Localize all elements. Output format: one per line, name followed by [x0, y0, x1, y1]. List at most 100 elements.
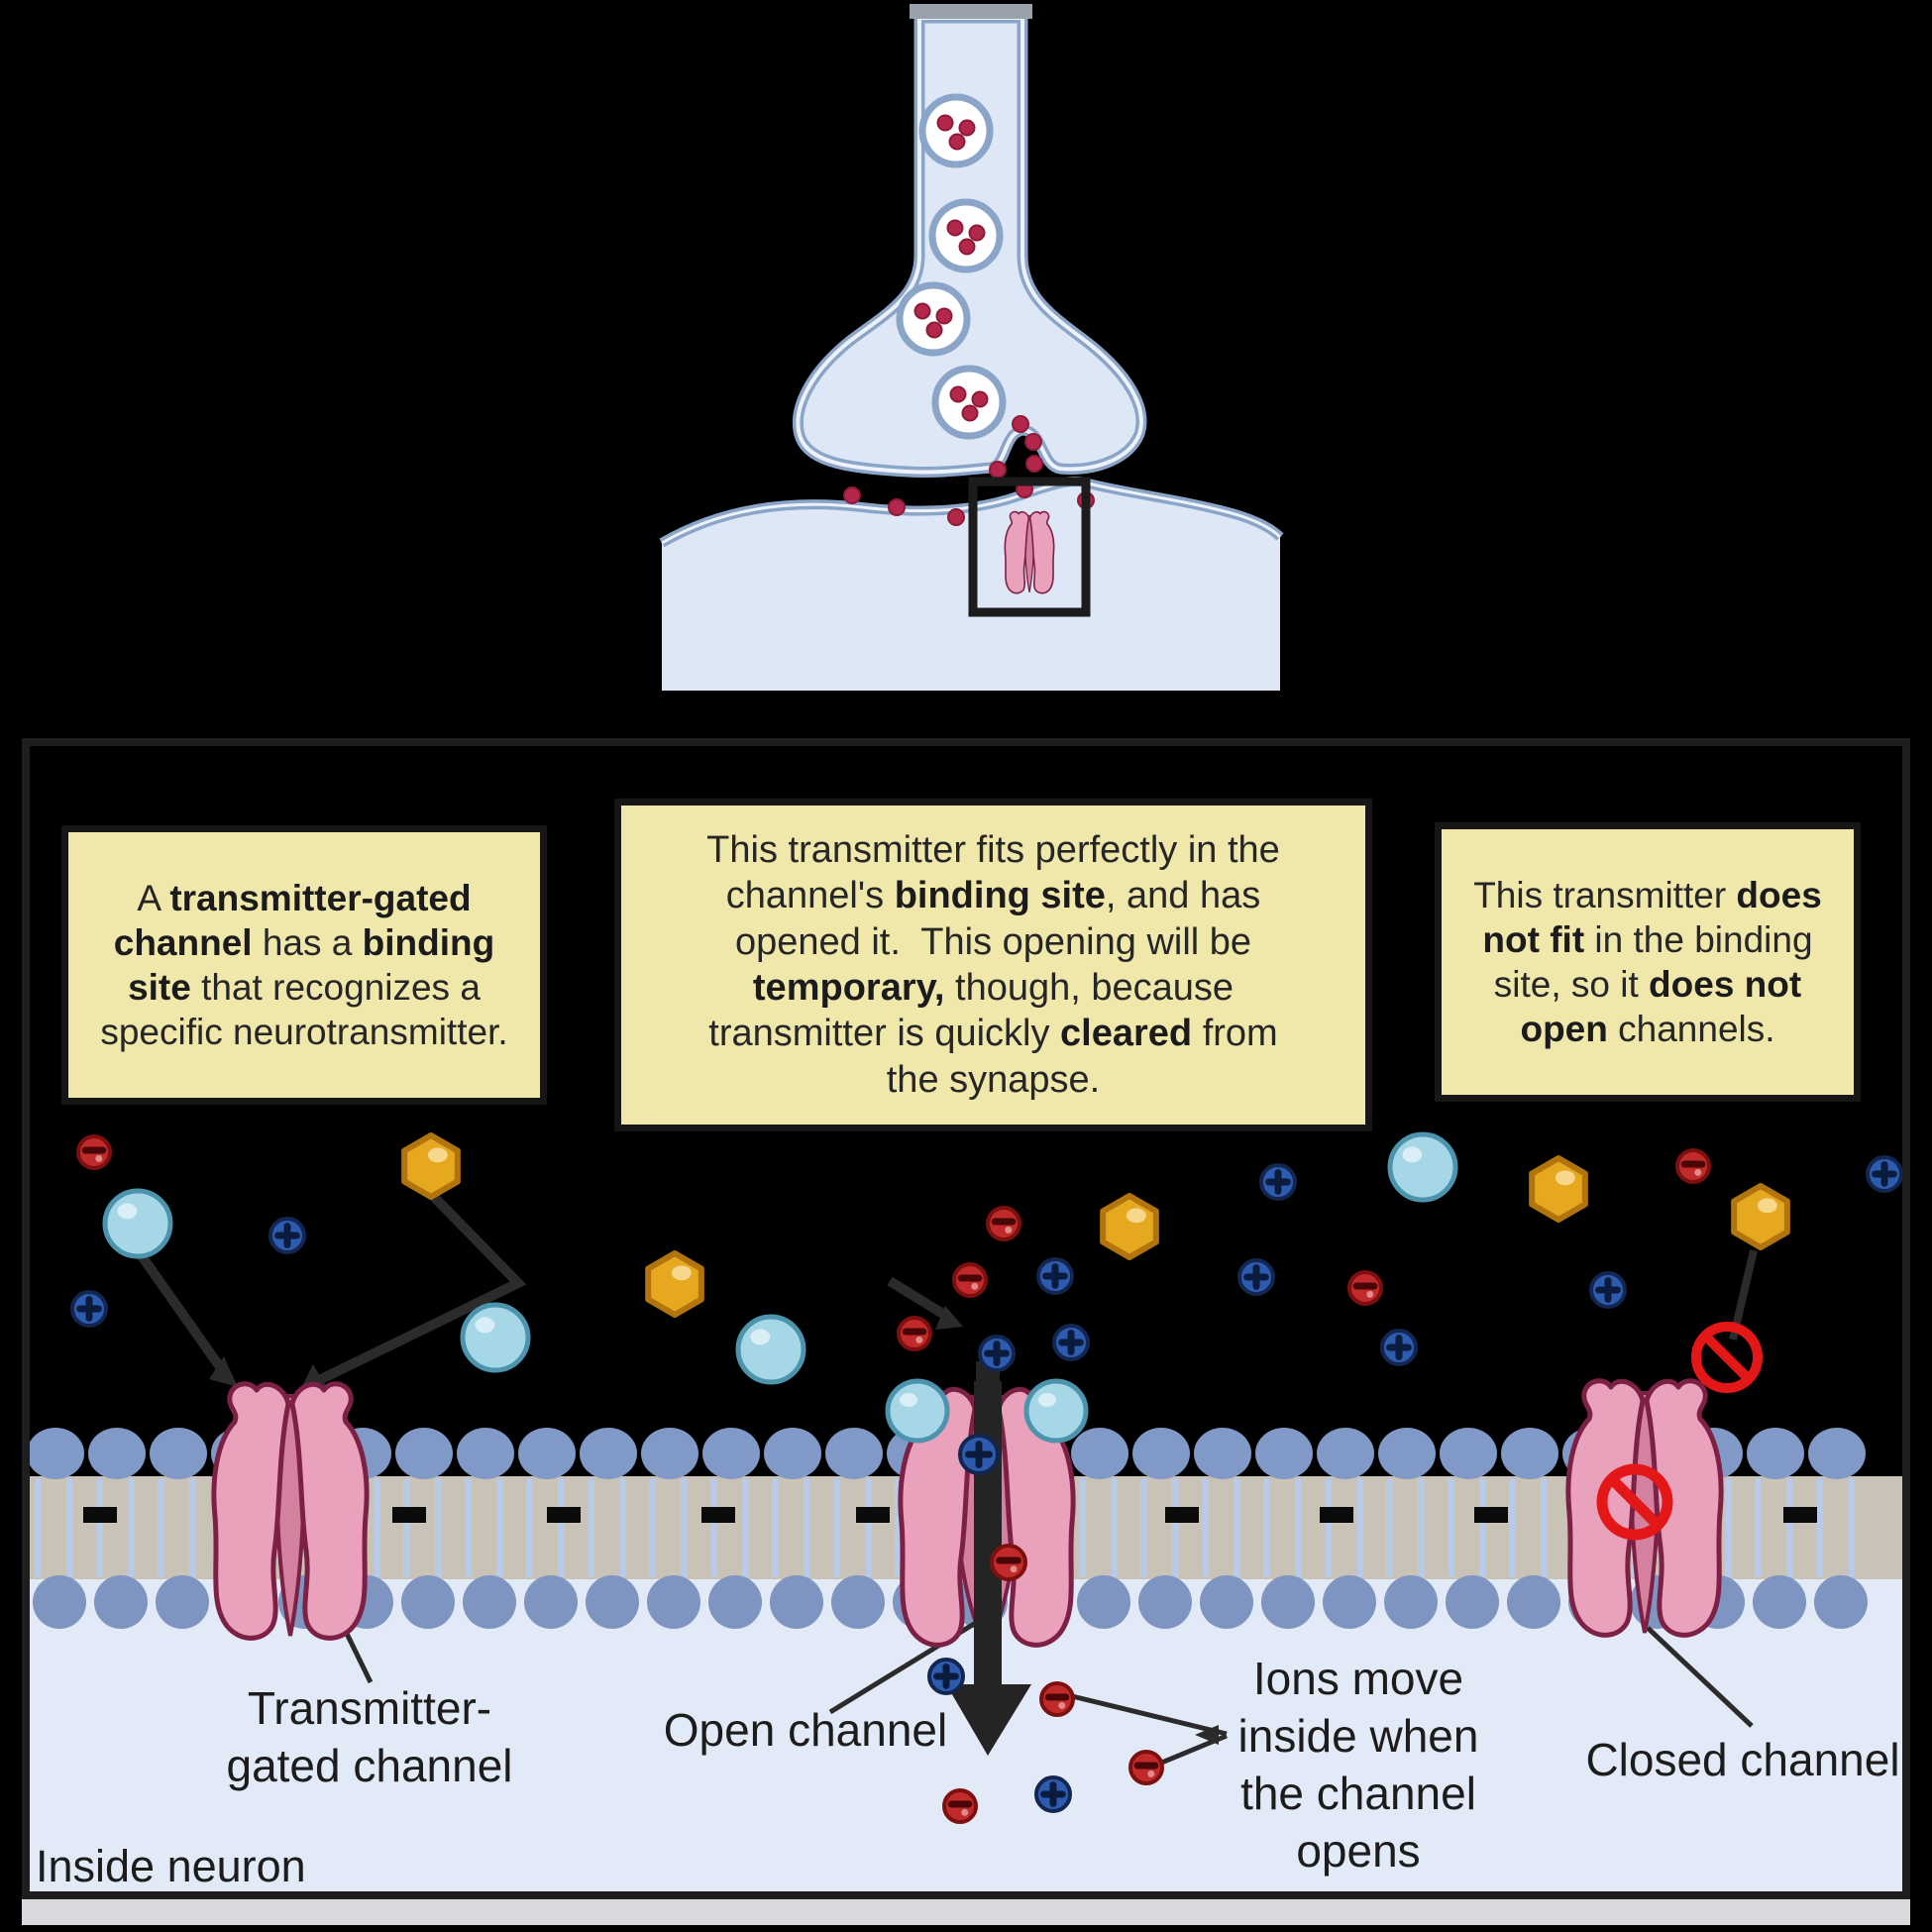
lipid-head-icon	[156, 1575, 209, 1629]
negative-ion-icon	[897, 1316, 932, 1351]
lipid-head-icon	[33, 1575, 86, 1629]
transmitter-sphere-icon	[102, 1188, 173, 1259]
extracellular-and-intracellular-particles	[70, 1131, 1903, 1824]
info-box-left: A transmitter-gated channel has a bindin…	[61, 825, 547, 1105]
negative-ion-icon	[1039, 1681, 1075, 1717]
lipid-head-icon	[708, 1575, 762, 1629]
lipid-head-icon	[586, 1575, 639, 1629]
lipid-head-icon	[1200, 1575, 1253, 1629]
synapse-overview	[659, 4, 1284, 691]
lipid-head-icon	[94, 1575, 148, 1629]
bound-transmitter-sphere-icon	[885, 1378, 950, 1444]
positive-ion-icon	[1237, 1258, 1275, 1296]
closed-channel-label: Closed channel	[1585, 1734, 1900, 1785]
neurotransmitter-dot-icon	[888, 498, 906, 516]
transmitter-hexagon-icon	[1731, 1183, 1790, 1250]
lipid-head-icon	[1194, 1428, 1251, 1479]
positive-ion-icon	[1034, 1775, 1072, 1813]
transmitter-gated-channel-label: Transmitter- gated channel	[226, 1680, 512, 1795]
vesicle-icon	[928, 198, 1004, 273]
lipid-head-icon	[457, 1428, 514, 1479]
info-box-middle-text: This transmitter fits perfectly in the c…	[706, 828, 1280, 1101]
neurotransmitter-dot-icon	[1025, 455, 1043, 473]
positive-ion-icon	[1259, 1163, 1297, 1201]
lipid-head-icon	[641, 1428, 698, 1479]
no-entry-icon	[1691, 1322, 1763, 1393]
synaptic-vesicles	[896, 93, 1007, 440]
positive-ion-icon	[978, 1335, 1016, 1372]
lipid-head-icon	[1138, 1575, 1192, 1629]
lipid-head-icon	[1077, 1575, 1130, 1629]
lipid-head-icon	[1747, 1428, 1804, 1479]
lipid-head-icon	[1446, 1575, 1499, 1629]
negative-ion-icon	[1675, 1148, 1711, 1184]
lipid-head-icon	[1507, 1575, 1560, 1629]
positive-ion-icon	[1052, 1324, 1090, 1361]
ion-flow-arrow-icon	[946, 1361, 1031, 1756]
lipid-head-icon	[1808, 1428, 1866, 1479]
neurotransmitter-dot-icon	[989, 461, 1007, 479]
transmitter-hexagon-icon	[1529, 1155, 1588, 1223]
transmitter-gated-channel-label-line2: gated channel	[226, 1739, 513, 1791]
lipid-head-icon	[518, 1428, 576, 1479]
info-box-left-text: A transmitter-gated channel has a bindin…	[100, 877, 508, 1053]
negative-ion-icon	[76, 1134, 112, 1170]
lipid-head-icon	[1384, 1575, 1438, 1629]
negative-ion-icon	[1347, 1270, 1383, 1306]
negative-ion-icon	[942, 1788, 978, 1824]
zoom-box	[968, 477, 1091, 617]
lipid-head-icon	[764, 1428, 821, 1479]
positive-ion-icon	[958, 1434, 1000, 1475]
positive-ion-icon	[1589, 1271, 1627, 1309]
positive-ion-icon	[70, 1290, 108, 1328]
transmitter-sphere-icon	[1387, 1131, 1458, 1203]
transmitter-gated-channel	[214, 1384, 367, 1639]
lipid-head-icon	[1317, 1428, 1374, 1479]
lipid-head-icon	[1071, 1428, 1128, 1479]
lipid-head-icon	[463, 1575, 516, 1629]
lipid-head-icon	[1261, 1575, 1315, 1629]
neurotransmitter-dot-icon	[1024, 433, 1042, 451]
info-box-right-text: This transmitter does not fit in the bin…	[1473, 874, 1822, 1050]
lipid-head-icon	[1501, 1428, 1558, 1479]
lipid-head-icon	[825, 1428, 883, 1479]
neurotransmitter-dot-icon	[947, 508, 965, 526]
lipid-head-icon	[770, 1575, 823, 1629]
positive-ion-icon	[1866, 1155, 1903, 1193]
axon-cut-cap	[910, 4, 1032, 19]
transmitter-gated-channel-label-line1: Transmitter-	[247, 1682, 492, 1734]
lipid-head-icon	[1255, 1428, 1313, 1479]
neurotransmitter-dot-icon	[1012, 415, 1029, 433]
transmitter-hexagon-icon	[1100, 1193, 1159, 1260]
lipid-head-icon	[150, 1428, 207, 1479]
info-box-right: This transmitter does not fit in the bin…	[1435, 822, 1861, 1102]
magnified-panel-scene	[27, 1131, 1903, 1891]
negative-ion-icon	[986, 1206, 1021, 1241]
lipid-head-icon	[1323, 1575, 1376, 1629]
lipid-head-icon	[580, 1428, 637, 1479]
negative-ion-icon	[952, 1262, 988, 1298]
info-box-middle: This transmitter fits perfectly in the c…	[614, 799, 1372, 1131]
lipid-head-icon	[88, 1428, 146, 1479]
vesicle-icon	[896, 281, 971, 357]
negative-ion-icon	[990, 1544, 1027, 1581]
vesicle-icon	[918, 93, 994, 168]
page-edge-strip	[22, 1899, 1910, 1925]
negative-ion-icon	[1128, 1750, 1164, 1785]
positive-ion-icon	[268, 1217, 306, 1254]
ions-move-note: Ions move inside when the channel opens	[1237, 1653, 1479, 1877]
transmitter-hexagon-icon	[645, 1250, 704, 1318]
vesicle-icon	[931, 365, 1007, 440]
bound-transmitter-sphere-icon	[1023, 1378, 1089, 1444]
lipid-head-icon	[401, 1575, 455, 1629]
transmitter-sphere-icon	[460, 1302, 531, 1373]
open-channel-label: Open channel	[663, 1704, 948, 1756]
lipid-head-icon	[524, 1575, 578, 1629]
axon-terminal-inner-line	[796, 16, 1143, 475]
lipid-head-icon	[647, 1575, 700, 1629]
inside-neuron-label: Inside neuron	[36, 1841, 306, 1891]
lipid-head-icon	[1814, 1575, 1868, 1629]
postsynaptic-channel-mini	[1005, 512, 1053, 593]
